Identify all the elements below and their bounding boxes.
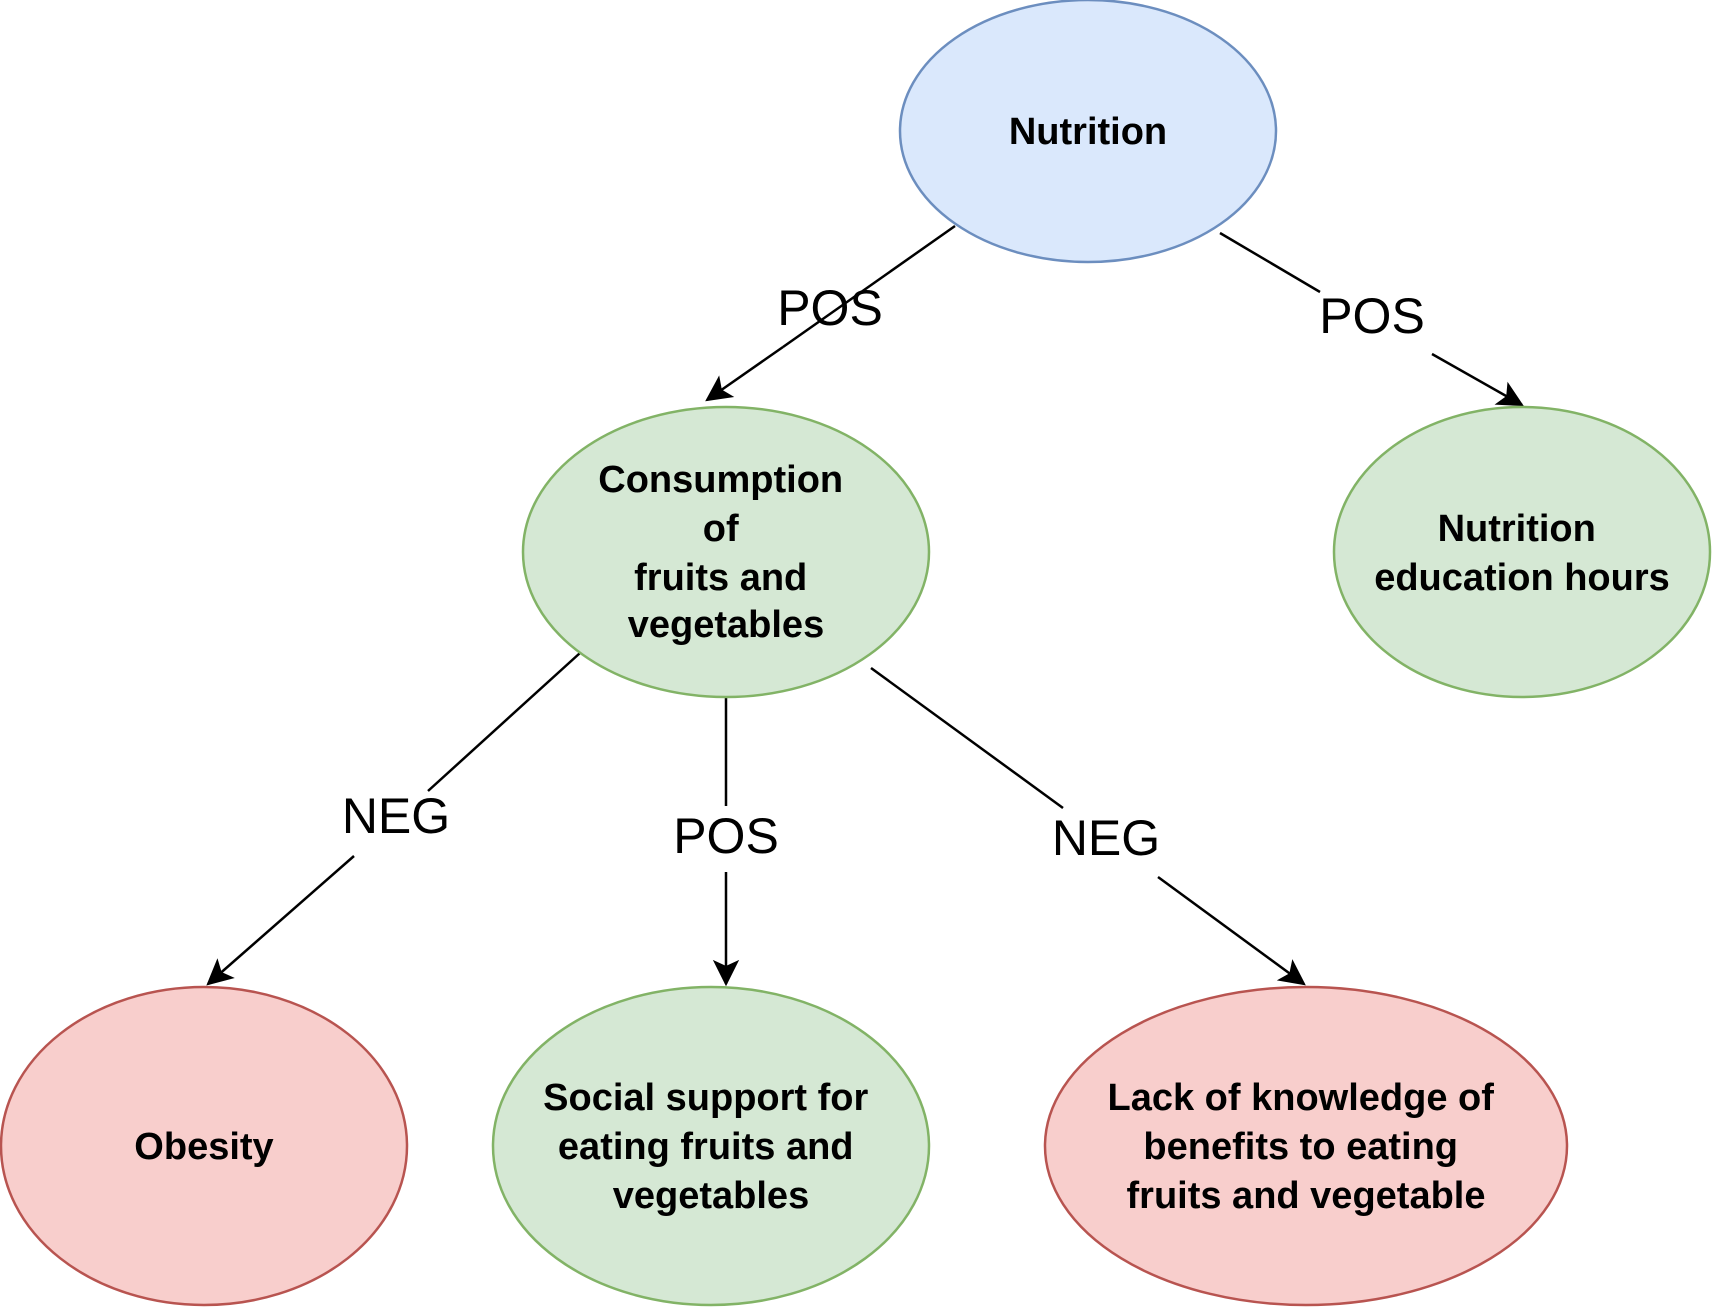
node-education: Nutrition education hours — [1332, 405, 1712, 699]
node-education-label: Nutrition education hours — [1374, 508, 1670, 599]
node-social-support-label: Social support for eating fruits and veg… — [543, 1077, 879, 1217]
node-label-line: vegetables — [613, 1175, 809, 1217]
node-consumption: Consumption of fruits and vegetables — [521, 405, 931, 699]
arrow-head — [712, 959, 740, 987]
node-obesity-label: Obesity — [134, 1126, 273, 1168]
node-label-line: eating fruits and — [558, 1126, 854, 1168]
node-lack-of-knowledge-label: Lack of knowledge of benefits to eating … — [1108, 1077, 1505, 1217]
node-label-line: vegetables — [628, 604, 824, 646]
node-label-line: benefits to eating — [1143, 1126, 1458, 1168]
edge-label-pos: POS — [673, 808, 779, 864]
arrow-head — [1494, 381, 1524, 407]
edge-consumption-to-social: POS — [673, 698, 779, 987]
node-social-support: Social support for eating fruits and veg… — [491, 985, 931, 1307]
node-consumption-shape — [521, 405, 931, 699]
node-label-line: education hours — [1374, 557, 1670, 599]
node-consumption-label: Consumption of fruits and vegetables — [598, 459, 853, 646]
edge-nutrition-to-education: POS — [1219, 231, 1524, 407]
edge-label-neg: NEG — [1052, 810, 1160, 866]
node-label-line: fruits and — [634, 557, 807, 599]
node-label-line: Obesity — [134, 1126, 273, 1168]
node-education-shape — [1332, 405, 1712, 699]
node-label-line: Nutrition — [1009, 111, 1167, 153]
node-nutrition-label: Nutrition — [1009, 111, 1167, 153]
edge-consumption-to-lack: NEG — [870, 666, 1306, 986]
node-lack-of-knowledge: Lack of knowledge of benefits to eating … — [1043, 985, 1569, 1307]
node-label-line: Nutrition — [1438, 508, 1596, 550]
node-label-line: fruits and vegetable — [1127, 1175, 1486, 1217]
arrow-head — [1276, 959, 1306, 986]
node-label-line: Consumption — [598, 459, 843, 501]
node-nutrition-shape — [898, 0, 1278, 264]
node-nutrition: Nutrition — [898, 0, 1278, 264]
edge-label-neg: NEG — [342, 788, 450, 844]
edge-label-pos: POS — [777, 280, 883, 336]
node-label-line: Lack of knowledge of — [1108, 1077, 1495, 1119]
node-label-line: of — [703, 508, 739, 550]
node-label-line: Social support for — [543, 1077, 868, 1119]
node-obesity: Obesity — [0, 985, 409, 1307]
edge-consumption-to-obesity: NEG — [206, 652, 581, 986]
node-social-support-shape — [491, 985, 931, 1307]
edge-nutrition-to-consumption: POS — [705, 224, 956, 402]
arrow-head — [206, 958, 235, 986]
arrow-head — [705, 375, 735, 402]
edge-label-pos: POS — [1319, 288, 1425, 344]
node-obesity-shape — [0, 985, 409, 1307]
node-lack-of-knowledge-shape — [1043, 985, 1569, 1307]
